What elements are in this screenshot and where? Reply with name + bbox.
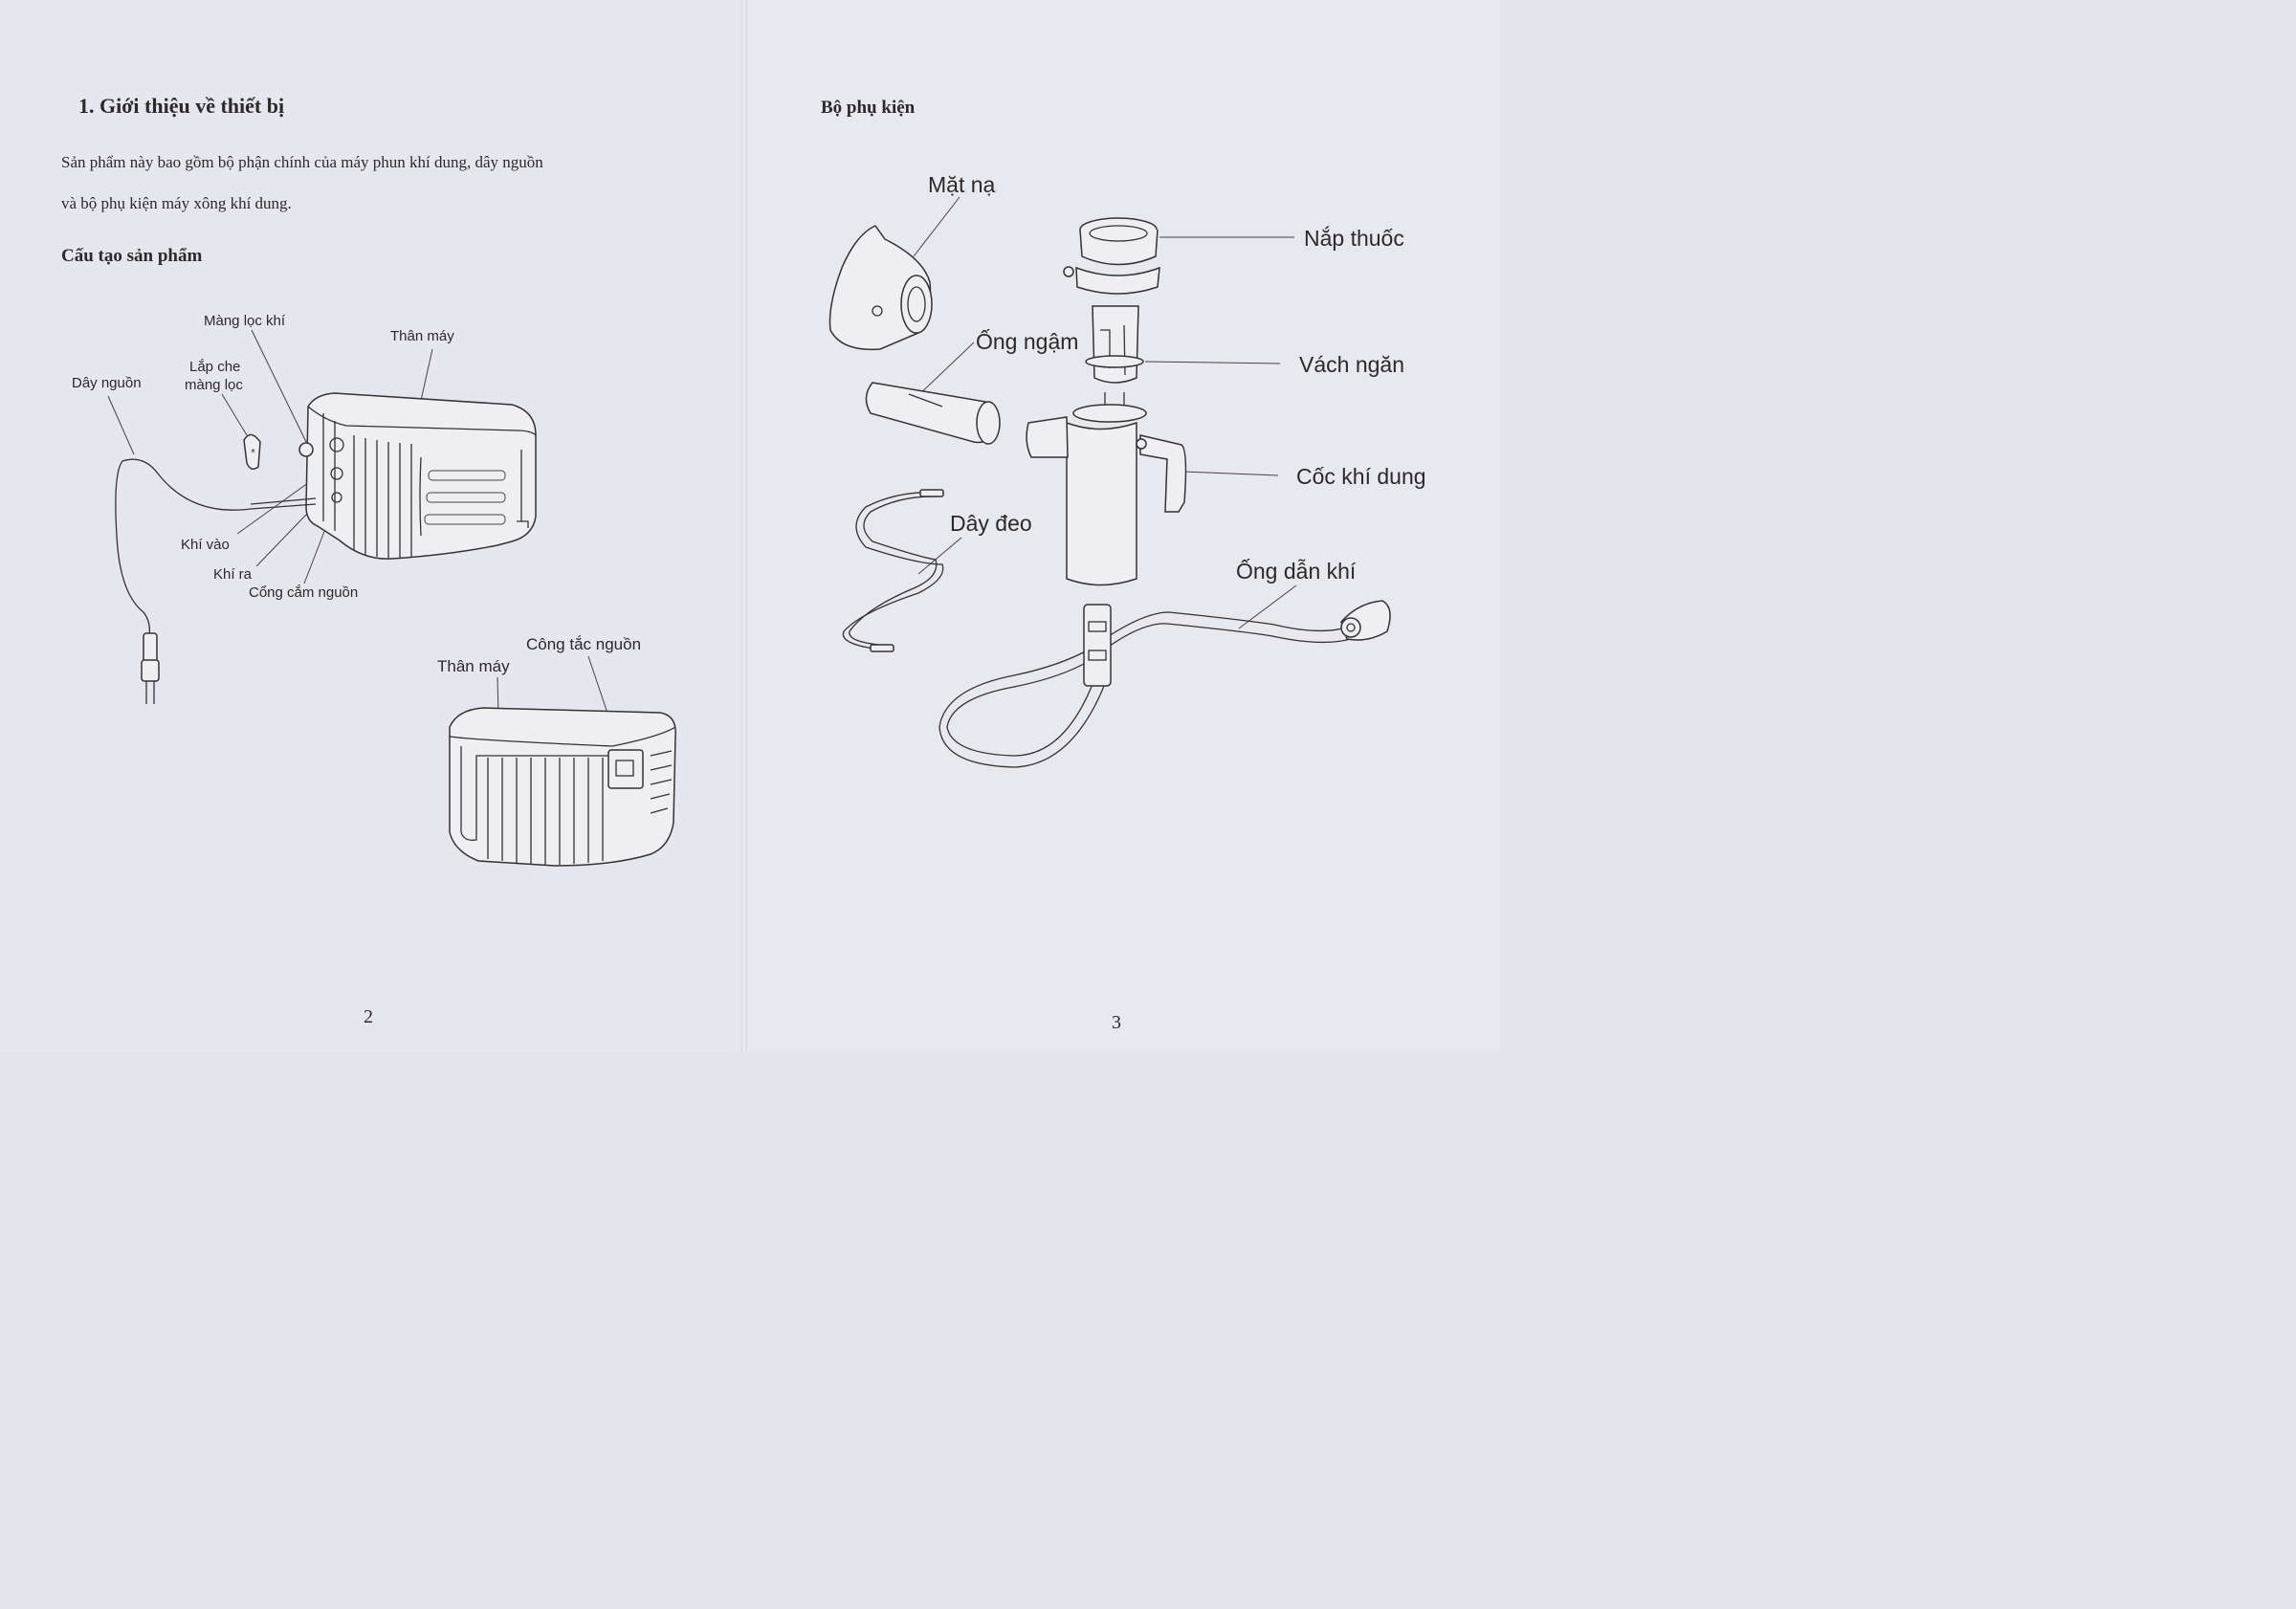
section-title: 1. Giới thiệu về thiết bị: [78, 94, 285, 118]
label-mang-loc-khi: Màng lọc khí: [204, 313, 286, 329]
label-lap-che-line2: màng lọc: [185, 377, 243, 393]
label-cong-tac-nguon: Công tắc nguồn: [526, 635, 642, 653]
label-than-may-bottom: Thân máy: [437, 657, 510, 675]
book-gutter: [741, 0, 747, 1051]
label-khi-vao: Khí vào: [181, 537, 230, 553]
label-day-deo: Dây đeo: [950, 511, 1032, 536]
label-than-may-top: Thân máy: [390, 328, 454, 344]
page-number-right: 3: [1112, 1012, 1121, 1033]
accessories-heading: Bộ phụ kiện: [821, 98, 916, 118]
product-structure-heading: Cấu tạo sản phẩm: [61, 246, 203, 266]
label-day-nguon: Dây nguồn: [72, 375, 142, 391]
label-nap-thuoc: Nắp thuốc: [1304, 226, 1404, 251]
page-number-left: 2: [364, 1006, 373, 1027]
intro-line-2: và bộ phụ kiện máy xông khí dung.: [61, 194, 292, 212]
label-ong-ngam: Ống ngậm: [976, 329, 1079, 354]
label-coc-khi-dung: Cốc khí dung: [1296, 464, 1426, 489]
label-ong-dan-khi: Ống dẫn khí: [1236, 559, 1357, 584]
nebulizer-unit-illustration: *: [107, 329, 676, 867]
label-vach-ngan: Vách ngăn: [1299, 352, 1404, 377]
svg-text:*: *: [251, 448, 255, 458]
label-cong-cam-nguon: Cổng cắm nguồn: [249, 584, 359, 601]
intro-line-1: Sản phẩm này bao gồm bộ phận chính của m…: [61, 153, 543, 171]
label-khi-ra: Khí ra: [213, 566, 253, 583]
accessories-illustration: [828, 196, 1391, 768]
label-mat-na: Mặt nạ: [928, 172, 996, 197]
label-lap-che-line1: Lắp che: [189, 359, 241, 375]
